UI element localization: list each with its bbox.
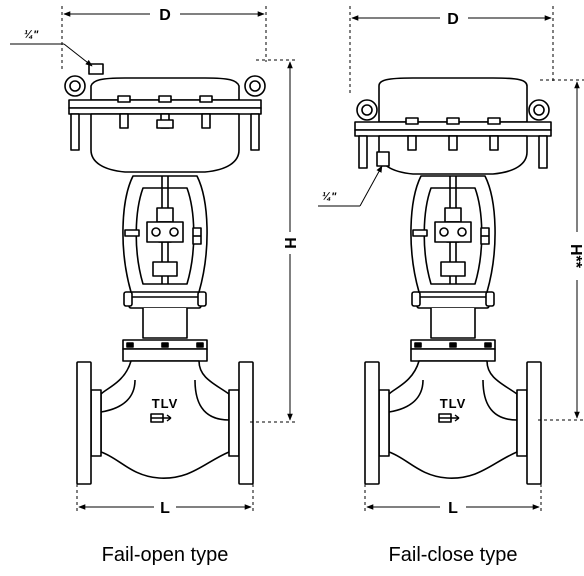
- dimension-h-label: H: [281, 237, 298, 249]
- dimension-d-label: D: [447, 11, 459, 28]
- fail-open-caption: Fail-open type: [102, 544, 229, 566]
- port-size-label: ¼": [322, 191, 337, 203]
- fail-open-valve: TLV: [64, 63, 266, 485]
- fail-close-caption: Fail-close type: [389, 544, 518, 566]
- valve-logo: TLV: [440, 396, 467, 411]
- dimension-l-label: L: [160, 500, 170, 517]
- dimension-h-label: H**: [567, 244, 584, 269]
- fail-open-dimensions: [10, 6, 298, 514]
- fail-close-valve: TLV: [354, 77, 552, 485]
- fail-close-dimensions: [318, 6, 584, 514]
- dimension-l-label: L: [448, 500, 458, 517]
- port-size-label: ¼": [24, 29, 39, 41]
- valve-logo: TLV: [152, 396, 179, 411]
- dimension-d-label: D: [159, 7, 171, 24]
